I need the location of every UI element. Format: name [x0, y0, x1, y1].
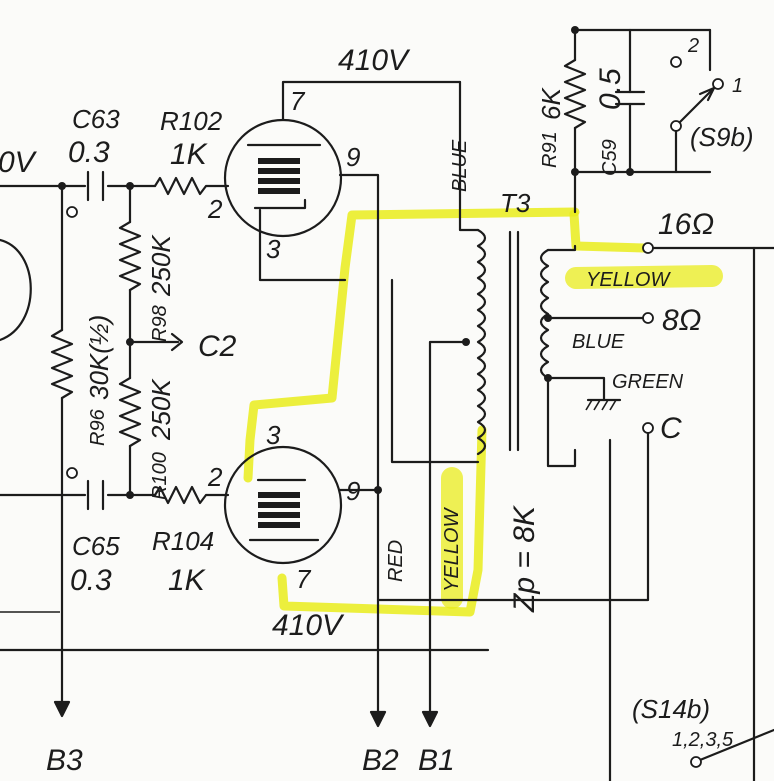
- label-r102-name: R102: [160, 106, 223, 136]
- switch-s14b-arm: [698, 728, 774, 762]
- pin-upper-3: 3: [266, 234, 281, 264]
- highlight-yellow-out-label: [565, 265, 723, 289]
- label-r100-name: R100: [149, 452, 171, 500]
- resistor-r102: [153, 176, 230, 196]
- label-r98-name: R98: [149, 305, 171, 342]
- voltage-top: 410V: [338, 44, 411, 77]
- label-c63-name: C63: [72, 104, 120, 134]
- left-tube-outline: [0, 238, 32, 342]
- arrow-b3: [53, 700, 71, 718]
- label-switch-s9b-pos1: 1: [732, 75, 743, 97]
- switch-s9b-arm: [674, 86, 716, 128]
- label-r96-name: R96: [87, 408, 109, 446]
- wire-upper-plate: [281, 80, 462, 122]
- switch-s9b-arrow: [698, 86, 716, 102]
- tube-lower: [223, 445, 343, 565]
- pin-upper-2: 2: [207, 194, 223, 224]
- terminal-s14b: [690, 756, 702, 768]
- label-r91-name: R91: [539, 131, 561, 168]
- pin-lower-9: 9: [346, 476, 360, 506]
- label-wire-blue-out: BLUE: [572, 331, 625, 353]
- pin-upper-7: 7: [290, 86, 306, 116]
- label-transformer: T3: [500, 188, 531, 218]
- label-r96-value: 30K(½): [84, 315, 114, 400]
- transformer-t3: [476, 228, 550, 456]
- label-c59-value: 0.5: [594, 68, 627, 110]
- label-impedance: Zp = 8K: [508, 504, 541, 613]
- terminal-s9b-common: [670, 120, 682, 132]
- terminal-16ohm: [642, 242, 654, 254]
- label-bus-b1: B1: [418, 744, 455, 777]
- wire-upper-pin3: [258, 208, 347, 282]
- wire-primary-lower: [390, 278, 480, 464]
- capacitor-c65: [86, 479, 105, 511]
- junction-r91-top: [571, 26, 579, 34]
- label-wire-yellow-out: YELLOW: [586, 269, 671, 291]
- wire-c-down: [376, 431, 650, 602]
- voltage-bottom: 410V: [272, 609, 345, 642]
- label-r91-value: 6K: [536, 87, 566, 120]
- label-bus-b3: B3: [46, 744, 83, 777]
- label-tap-8: 8Ω: [662, 304, 702, 337]
- label-wire-blue-primary: BLUE: [449, 139, 471, 192]
- resistor-r98: [118, 220, 142, 292]
- resistor-r96: [50, 328, 74, 400]
- label-r100-value: 250K: [146, 378, 176, 441]
- label-switch-s14b-positions: 1,2,3,5: [672, 729, 734, 751]
- highlight-upper-path: [243, 207, 580, 483]
- label-c65-value: 0.3: [70, 564, 112, 597]
- highlight-lower-path: [277, 425, 487, 617]
- wire-secondary-bottom: [546, 376, 577, 468]
- voltage-left-cut: 0V: [0, 146, 38, 179]
- wire-b1: [428, 340, 468, 714]
- ground-icon: [585, 398, 622, 411]
- pin-lower-2: 2: [207, 462, 223, 492]
- label-bus-b2: B2: [362, 744, 399, 777]
- terminal-c63-open: [66, 206, 78, 218]
- wire-green-ground: [546, 376, 606, 402]
- label-c59-name: C59: [599, 139, 621, 176]
- terminal-8ohm: [642, 312, 654, 324]
- terminal-c: [642, 422, 654, 434]
- resistor-r91: [563, 58, 587, 130]
- label-tap-16: 16Ω: [658, 208, 714, 241]
- label-node-c2: C2: [198, 330, 237, 363]
- yellow-highlights: [243, 207, 723, 617]
- capacitor-c63: [86, 170, 105, 202]
- label-c63-value: 0.3: [68, 136, 110, 169]
- label-wire-green-out: GREEN: [612, 371, 684, 393]
- label-switch-s14b: (S14b): [632, 694, 710, 724]
- arrow-b2: [369, 710, 387, 728]
- pin-lower-7: 7: [296, 564, 312, 594]
- label-wire-yellow-primary: YELLOW: [441, 507, 463, 592]
- resistor-r104: [153, 485, 230, 505]
- label-r104-name: R104: [152, 526, 214, 556]
- highlight-out-path: [569, 209, 649, 253]
- c2-arrow: [170, 332, 184, 352]
- label-r102-value: 1K: [170, 138, 209, 171]
- tube-upper: [223, 118, 343, 238]
- label-c65-name: C65: [72, 531, 120, 561]
- pin-upper-9: 9: [346, 142, 360, 172]
- label-switch-s9b-pos2: 2: [687, 35, 699, 57]
- junction-center-tap: [462, 338, 470, 346]
- terminal-s9b-1: [712, 78, 724, 90]
- terminal-c65-open: [66, 467, 78, 479]
- label-r104-value: 1K: [168, 564, 207, 597]
- resistor-r100: [118, 376, 142, 448]
- label-r98-value: 250K: [146, 234, 176, 297]
- arrow-b1: [421, 710, 439, 728]
- wire-red: [458, 80, 480, 232]
- junction-c59-bottom: [626, 168, 634, 176]
- terminal-s9b-2: [670, 56, 682, 68]
- pin-lower-3: 3: [266, 420, 281, 450]
- label-node-c: C: [660, 412, 682, 445]
- wire-secondary-top: [546, 244, 577, 252]
- label-switch-s9b: (S9b): [690, 122, 754, 152]
- label-wire-red: RED: [385, 540, 407, 582]
